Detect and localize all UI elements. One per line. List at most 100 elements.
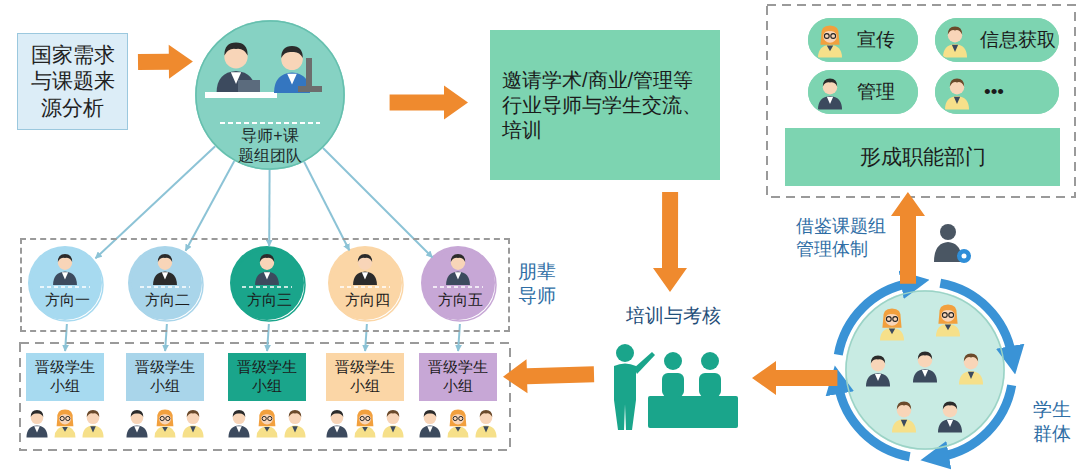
student-group-illustration	[938, 401, 962, 432]
function-pill-fills	[943, 26, 967, 57]
function-pill-fills	[808, 18, 918, 62]
circle-outline	[196, 21, 344, 169]
direction-illustrations	[255, 254, 279, 285]
function-pill-fills	[818, 26, 842, 58]
student-group-illustration	[913, 351, 937, 382]
group-member-icons	[27, 410, 48, 437]
team-illustration	[298, 86, 322, 92]
department-box: 形成职能部门	[785, 128, 1060, 186]
direction-illustrations	[433, 286, 483, 288]
source-box: 国家需求与课题来源分析	[17, 33, 128, 130]
person-gear-icon	[962, 254, 967, 259]
direction-illustrations	[230, 246, 304, 320]
direction-illustrations	[340, 286, 390, 288]
training-illustration	[701, 352, 719, 370]
node-text: •••	[984, 80, 1004, 104]
node-text: 方向三	[239, 291, 299, 310]
branch-arrow	[458, 324, 460, 351]
direction-illustrations	[28, 246, 102, 320]
group-member-icons	[285, 410, 306, 437]
group-member-icons	[83, 410, 104, 437]
node-text: 宣传	[857, 28, 895, 52]
node-text: 朋辈导师	[518, 260, 558, 308]
student-group-illustration	[838, 283, 1011, 456]
direction-circle: 方向一	[30, 248, 104, 322]
flow-arrow	[752, 361, 837, 395]
circle-outline	[30, 248, 104, 322]
group-member-icons	[383, 410, 404, 437]
function-region	[767, 5, 1075, 197]
node-text: 学生群体	[1033, 398, 1073, 446]
direction-illustrations	[128, 246, 202, 320]
student-group-box: 晋级学生小组	[228, 353, 306, 401]
function-pill-fills	[945, 78, 969, 109]
node-text: 晋级学生小组	[330, 358, 400, 396]
student-group-region	[20, 343, 510, 450]
circle-outline	[131, 249, 203, 321]
branch-arrow	[165, 324, 167, 351]
team-illustration	[205, 92, 277, 98]
flow-arrow	[891, 192, 925, 284]
direction-illustrations	[353, 254, 377, 285]
node-text: 晋级学生小组	[30, 358, 100, 396]
training-illustration	[634, 352, 655, 374]
flow-arrow	[390, 86, 468, 120]
training-illustration	[699, 373, 721, 397]
team-illustration	[274, 46, 310, 93]
student-group-box: 晋级学生小组	[26, 353, 104, 401]
node-text: 形成职能部门	[860, 144, 986, 170]
group-member-icons	[257, 409, 278, 437]
training-illustration	[662, 373, 684, 397]
circle-outline	[846, 291, 1004, 449]
group-member-icons	[127, 410, 148, 437]
student-group-illustration	[838, 283, 909, 354]
person-gear-icon	[934, 224, 971, 263]
group-member-icons	[27, 409, 497, 437]
student-group-illustration	[838, 283, 1011, 456]
direction-circle: 方向五	[423, 248, 497, 322]
node-text: 导师+课题组团队	[235, 126, 305, 166]
student-group-illustration	[845, 290, 1005, 450]
function-pill: 宣传	[808, 18, 918, 62]
student-group-illustration	[880, 309, 904, 341]
circle-outline	[31, 249, 103, 321]
node-text: 国家需求与课题来源分析	[26, 42, 119, 121]
training-illustration	[664, 352, 682, 370]
circle-outline	[845, 290, 1005, 450]
student-group-box: 晋级学生小组	[126, 353, 204, 401]
direction-circle: 方向四	[330, 248, 404, 322]
function-pill-fills	[808, 70, 918, 114]
direction-illustrations	[40, 286, 90, 288]
training-box: 邀请学术/商业/管理等行业导师与学生交流、培训	[490, 30, 720, 180]
node-text: 管理	[857, 80, 895, 104]
node-text: 方向四	[337, 291, 397, 310]
function-pill-fills	[818, 78, 842, 109]
circle-outline	[423, 248, 497, 322]
node-text: 方向一	[37, 291, 97, 310]
team-illustration	[306, 58, 312, 88]
circle-outline	[130, 248, 204, 322]
training-illustration	[614, 344, 738, 430]
direction-circle: 方向二	[130, 248, 204, 322]
peer-mentor-region: 朋辈导师方向一方向二方向三方向四方向五	[20, 238, 510, 332]
direction-illustrations	[242, 286, 292, 288]
student-group-illustration	[866, 355, 890, 386]
function-pill: 信息获取	[935, 18, 1059, 62]
edge-label-holder: 借鉴课题组管理体制	[796, 215, 888, 260]
flow-arrow	[503, 359, 594, 393]
flow-arrow	[653, 192, 687, 292]
student-group-circle: 学生群体	[845, 290, 1005, 450]
node-text: 晋级学生小组	[232, 358, 302, 396]
direction-illustrations	[53, 254, 77, 285]
node-text: 邀请学术/商业/管理等行业导师与学生交流、培训	[502, 68, 708, 143]
group-member-icons	[55, 409, 76, 437]
person-gear-icon	[940, 224, 956, 240]
group-member-icons	[420, 410, 441, 437]
edge-label: 借鉴课题组管理体制	[796, 215, 888, 260]
branch-arrow	[323, 148, 432, 257]
node-text: 信息获取	[980, 28, 1056, 52]
function-pill-fills	[935, 70, 1059, 114]
assessment-node: 培训与考核	[598, 300, 748, 440]
branch-arrow	[65, 324, 67, 351]
